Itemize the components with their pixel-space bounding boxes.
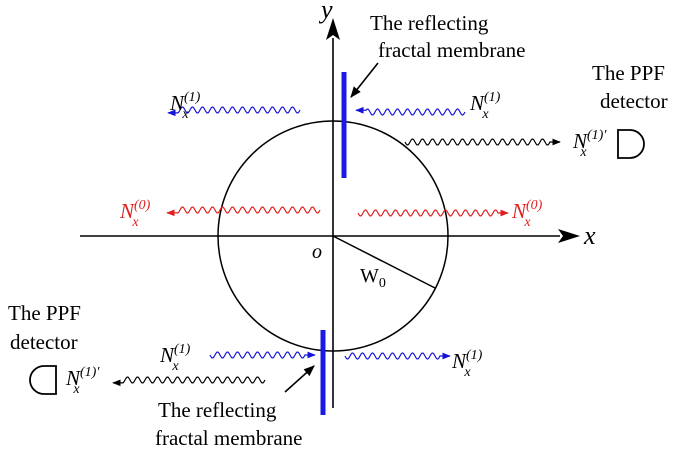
wave-nx1-bottom-right — [344, 352, 451, 360]
radius-line — [332, 235, 436, 289]
label-nx1-top-right: N(1)x — [469, 90, 501, 122]
top-membrane-label-line1: The reflecting — [370, 11, 489, 35]
wave-nx1-prime-left — [112, 376, 266, 387]
x-axis-label: x — [583, 221, 596, 250]
wave-nx0-left — [166, 206, 321, 217]
bottom-membrane-label-line2: fractal membrane — [155, 426, 303, 450]
label-nx1-bottom-right: N(1)x — [451, 348, 483, 380]
top-membrane-label-line2: fractal membrane — [378, 38, 526, 62]
left-detector-label-line2: detector — [10, 330, 78, 354]
left-ppf-detector-icon — [29, 365, 57, 395]
wave-nx1-top-right — [355, 106, 466, 116]
label-nx0-right: N(0)x — [511, 198, 543, 230]
x-axis-arrowhead — [558, 229, 580, 243]
origin-label: o — [312, 241, 322, 263]
bottom-membrane-pointer-arrow — [284, 365, 315, 393]
wave-nx1-prime-right — [404, 138, 561, 146]
wave-nx1-top-left — [167, 106, 301, 117]
right-detector-label-line1: The PPF — [592, 61, 665, 85]
label-nx1-prime-right: N(1)′x — [572, 128, 607, 160]
wave-nx0-right — [357, 209, 509, 217]
right-detector-label-line2: detector — [600, 89, 668, 113]
bottom-membrane-label-line1: The reflecting — [158, 398, 277, 422]
label-nx1-top-left: N(1)x — [169, 90, 201, 122]
top-membrane-pointer-arrow — [350, 62, 379, 98]
label-nx1-bottom-left: N(1)x — [159, 342, 191, 374]
radius-label: W0 — [360, 265, 386, 291]
y-axis-label: y — [318, 0, 333, 24]
label-nx1-prime-left: N(1)′x — [65, 365, 100, 397]
y-axis-arrowhead — [326, 18, 340, 40]
wave-nx1-bottom-left — [209, 351, 316, 359]
label-nx0-left: N(0)x — [119, 198, 151, 230]
left-detector-label-line1: The PPF — [8, 301, 81, 325]
right-ppf-detector-icon — [617, 129, 645, 159]
